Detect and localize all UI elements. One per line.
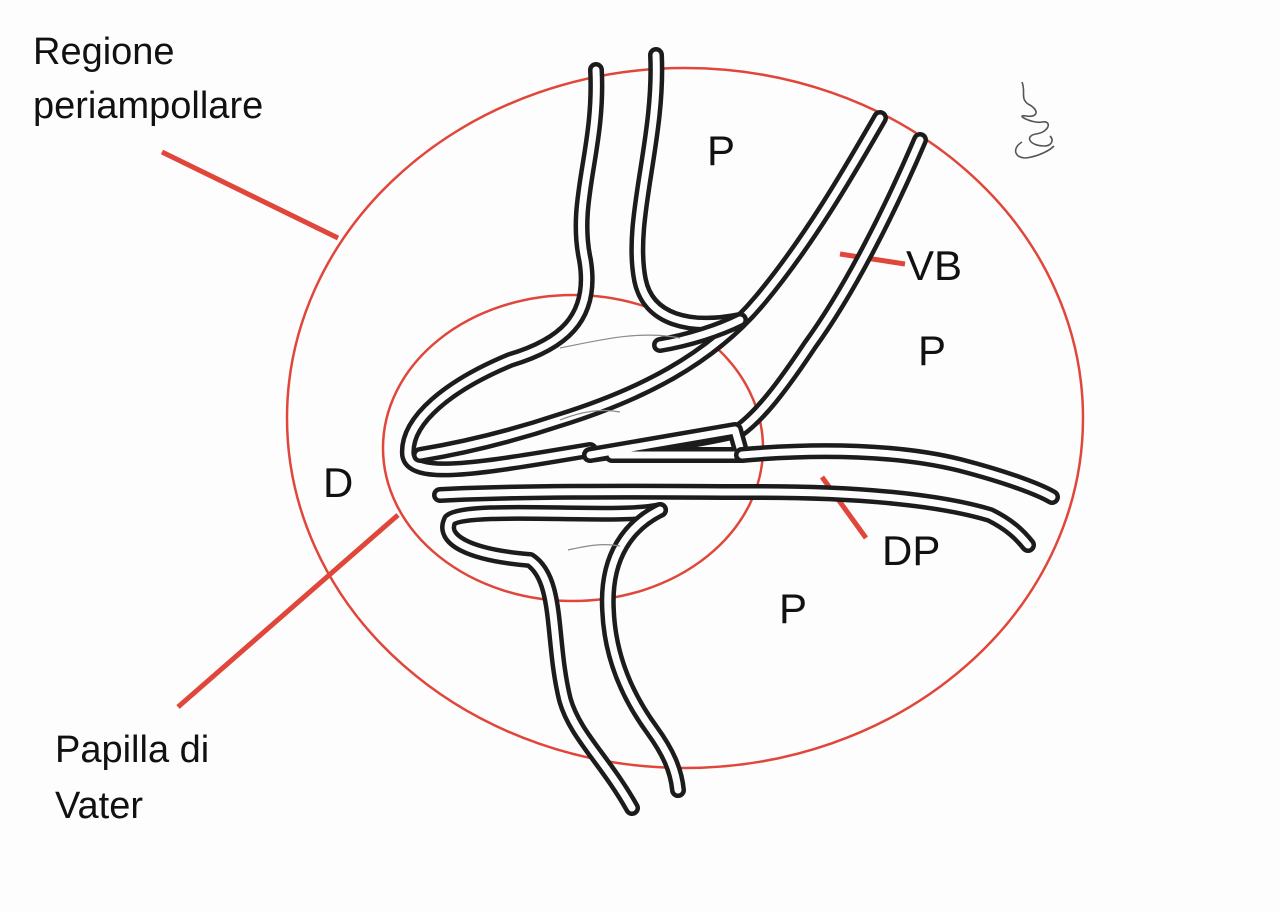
- label-p-top: P: [707, 127, 736, 174]
- papilla-pointer-line: [176, 513, 400, 709]
- regione-pointer-line: [160, 149, 340, 241]
- papilla-label-line1: Papilla di: [55, 729, 210, 771]
- vb-pointer-line: [839, 251, 906, 267]
- label-d: D: [323, 459, 354, 506]
- label-dp: DP: [882, 527, 941, 574]
- signature-scribble: [1014, 81, 1055, 159]
- label-p-bottom: P: [779, 585, 808, 632]
- periampullary-region-circle: [285, 66, 1085, 770]
- label-p-right: P: [918, 327, 947, 374]
- pencil-mark-lower: [567, 544, 621, 551]
- pencil-mark-upper: [559, 334, 681, 349]
- pencil-mark-middle: [559, 409, 621, 421]
- duct-drawing: [399, 47, 1060, 816]
- regione-label-line2: periampollare: [33, 85, 264, 127]
- papilla-label-line2: Vater: [55, 785, 144, 827]
- label-vb: VB: [906, 242, 963, 289]
- regione-label-line1: Regione: [33, 31, 175, 73]
